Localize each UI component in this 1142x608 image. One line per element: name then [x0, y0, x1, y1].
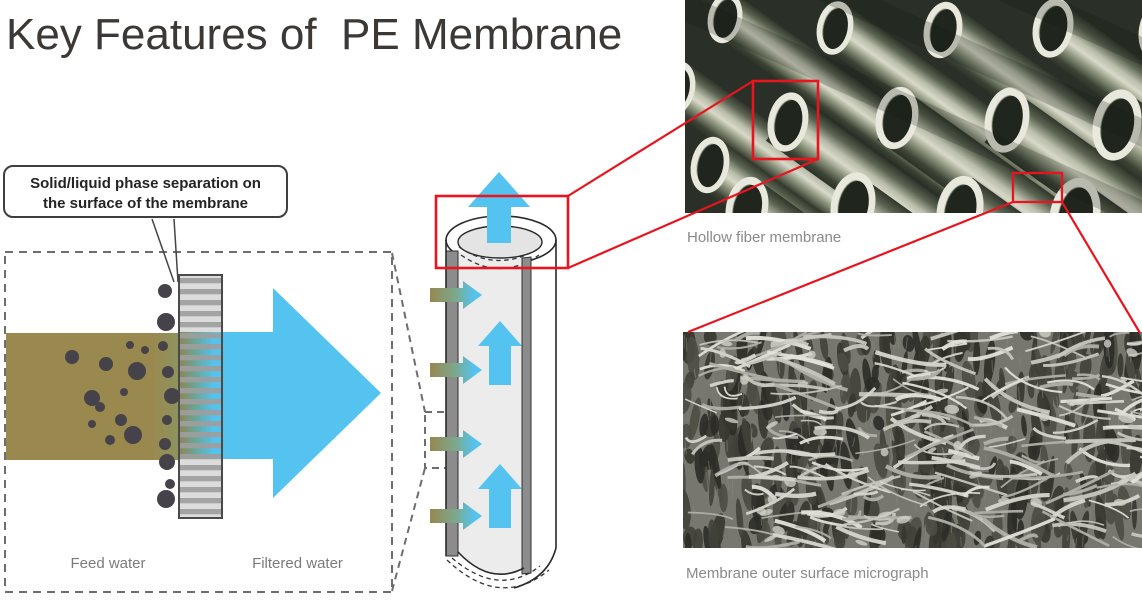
callout-line2: the surface of the membrane — [42, 195, 249, 212]
callout-pointer — [151, 218, 179, 283]
hollow-fiber-photo — [685, 0, 1142, 213]
callout-phase-separation: Solid/liquid phase separation on the sur… — [3, 165, 288, 218]
filtered-water-label: Filtered water — [252, 555, 343, 572]
inflow-arrows — [430, 281, 482, 530]
permeate-up-arrow-1 — [478, 321, 522, 385]
diagram-boundary-dashed-box — [4, 251, 393, 593]
membrane-bar — [178, 274, 223, 519]
permeate-up-arrow-top — [468, 172, 530, 243]
permeate-up-arrow-2 — [478, 464, 522, 528]
feed-water-label: Feed water — [70, 555, 146, 572]
micrograph-photo — [683, 332, 1142, 548]
hollow-fiber-cylinder — [430, 172, 557, 589]
page-title: Key Features of PE Membrane — [6, 10, 623, 59]
filtered-water-arrow — [222, 288, 381, 498]
callout-line1: Solid/liquid phase separation on — [30, 175, 261, 192]
suspended-particles — [65, 284, 180, 508]
zoom-dashed-links — [391, 252, 483, 592]
hollow-fiber-caption: Hollow fiber membrane — [687, 229, 842, 246]
feed-water-flow — [6, 333, 179, 460]
micrograph-caption: Membrane outer surface micrograph — [686, 565, 929, 582]
